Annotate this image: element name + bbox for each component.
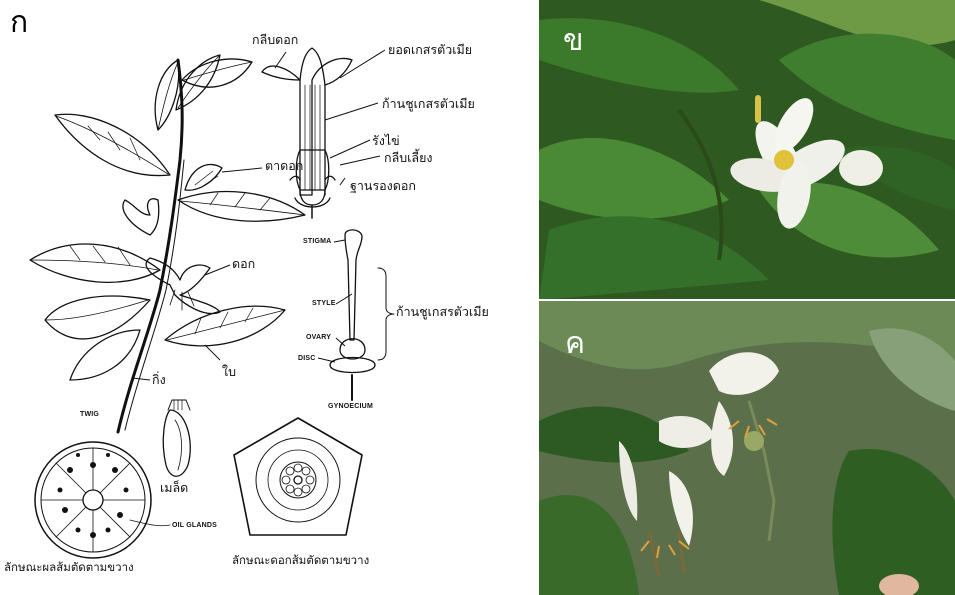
label-stigma-th: ยอดเกสรตัวเมีย: [388, 44, 472, 57]
leaf-left-2: [30, 244, 160, 282]
gynoecium-drawing: [330, 230, 394, 400]
photo-orange-flower-open: ข: [539, 0, 955, 300]
caption-flower-cross: ลักษณะดอกส้มตัดตามขวาง: [232, 555, 369, 567]
label-seed: เมล็ด: [160, 482, 188, 495]
leaf-left-4: [70, 330, 140, 380]
label-petal: กลีบดอก: [252, 34, 298, 47]
label-leaf: ใบ: [222, 366, 236, 379]
label-style-th: ก้านชูเกสรตัวเมีย: [396, 306, 489, 319]
panel-label-b: ข: [563, 26, 584, 56]
flower-cross-section-drawing: [234, 418, 362, 535]
label-gynoecium: GYNOECIUM: [328, 403, 373, 410]
label-twig: TWIG: [80, 411, 99, 418]
leader-lines: [132, 50, 385, 380]
leaf-top-1: [155, 60, 179, 130]
label-ovary-th: รังไข่: [372, 135, 400, 148]
diagram-artwork: [0, 0, 535, 595]
fruit-cross-section-drawing: [35, 442, 170, 558]
panel-label-a: ก: [10, 8, 28, 38]
label-style-en: STYLE: [312, 300, 336, 307]
photo-c-illustration: [539, 301, 955, 595]
label-oil-glands: OIL GLANDS: [172, 522, 217, 529]
label-bud: ตาดอก: [265, 160, 303, 173]
main-stem: [118, 60, 182, 432]
flower-cluster-upper: [123, 199, 159, 235]
label-stigma-en: STIGMA: [303, 238, 331, 245]
panel-label-c: ค: [565, 329, 585, 359]
leaf-right-1: [178, 192, 305, 222]
seed-drawing: [163, 400, 190, 476]
leaf-right-2: [165, 306, 285, 346]
photo-b-illustration: [539, 0, 955, 300]
label-disc: DISC: [298, 355, 316, 362]
leaf-left-3: [45, 296, 150, 339]
label-sepal: กลีบเลี้ยง: [384, 152, 433, 165]
flower-longitudinal-section: [262, 48, 352, 218]
caption-fruit-cross: ลักษณะผลส้มตัดตามขวาง: [4, 562, 134, 574]
label-pistil-stalk: ก้านชูเกสรตัวเมีย: [382, 98, 475, 111]
label-ovary-en: OVARY: [306, 334, 331, 341]
leaf-left-1: [55, 114, 170, 175]
photo-orange-flower-curled: ค: [539, 301, 955, 595]
label-branch: กิ่ง: [152, 374, 166, 387]
label-receptacle: ฐานรองดอก: [350, 180, 416, 193]
label-flower: ดอก: [232, 258, 255, 271]
botanical-diagram: ก กลีบดอก ยอดเกสรตัวเมีย ก้านชูเกสรตัวเม…: [0, 0, 535, 595]
